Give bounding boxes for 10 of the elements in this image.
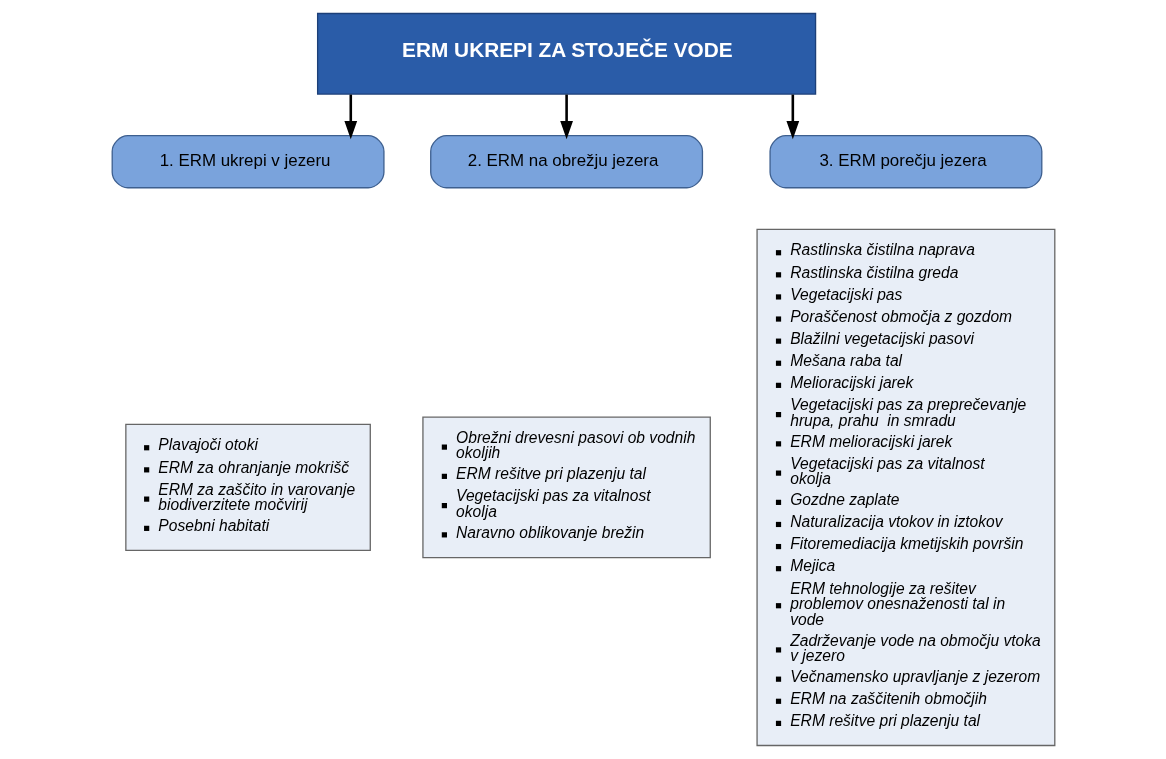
arrow bbox=[559, 94, 573, 140]
node-box: ERM UKREPI ZA STOJEČE VODE bbox=[316, 12, 816, 95]
arrow bbox=[343, 94, 357, 140]
node-box: 2. ERM na obrežju jezera bbox=[429, 135, 703, 189]
node-box: Rastlinska čistilna naprava Rastlinska čistilna greda Vegetacijski pas Poraščenost območja z gozdom Blažilni vegetacijski pasovi Mešana raba tal Melioracijski jarek Vegetacijski pas za preprečevanje hrupa, prahu in smradu ERM melioracijski jarek Vegetacijski pas za vitalnost okolja Gozdne zaplate Naturalizacija vtokov in iztokov Fitoremediacija kmetijskih površin Mejica ERM tehnologije za rešitev problemov onesnaženosti tal in vode Zadrževanje vode na območju vtoka v jezero Večnamensko upravljanje z jezerom ERM na zaščitenih območjih ERM rešitve pri plazenju tal bbox=[755, 228, 1055, 747]
node-box: 1. ERM ukrepi v jezeru bbox=[111, 135, 385, 189]
arrow bbox=[785, 94, 799, 140]
node-box: Plavajoči otoki ERM za ohranjanje mokrišč ERM za zaščito in varovanje biodiverzitete močvirij Posebni habitati bbox=[124, 423, 371, 552]
node-box: 3. ERM porečju jezera bbox=[768, 135, 1042, 189]
node-box: Obrežni drevesni pasovi ob vodnih okoljih ERM rešitve pri plazenju tal Vegetacijski pas za vitalnost okolja Naravno oblikovanje brežin bbox=[421, 416, 711, 559]
